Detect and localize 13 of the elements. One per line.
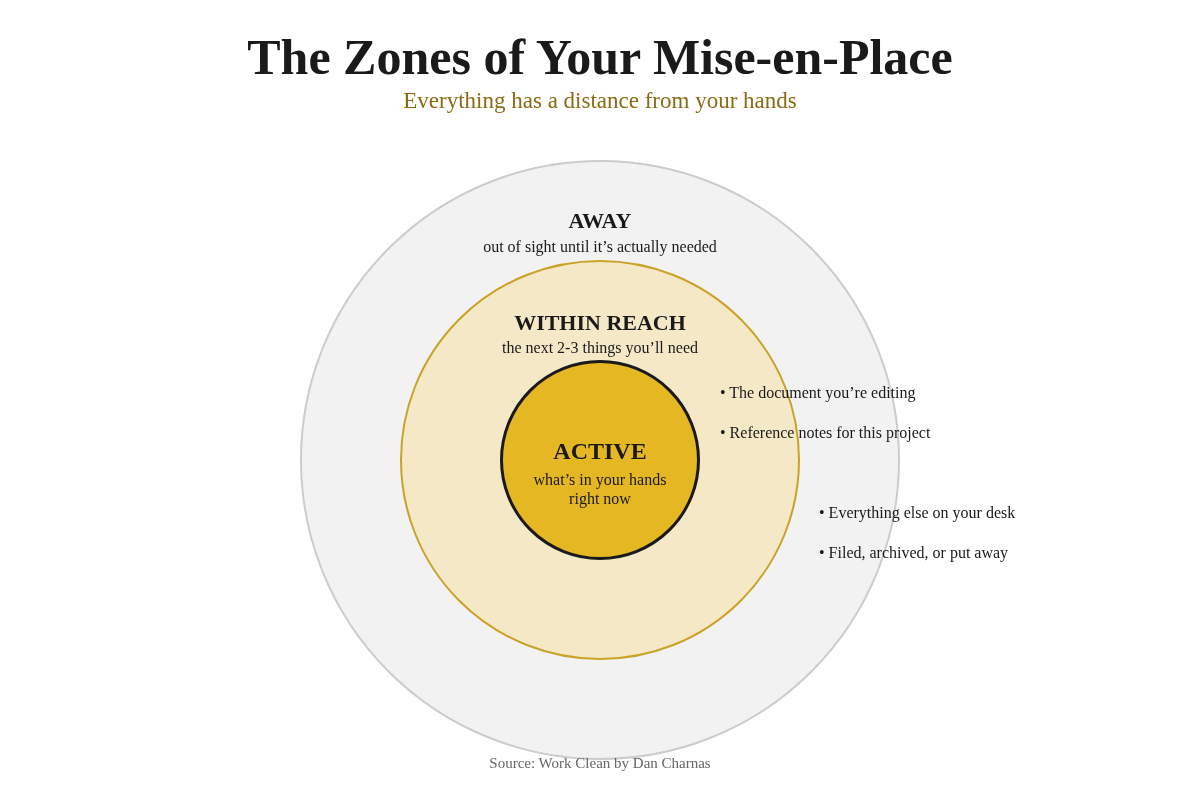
bullet-item: • Reference notes for this project (720, 424, 931, 442)
subtitle: Everything has a distance from your hands (403, 88, 797, 114)
bullet-item: • Filed, archived, or put away (819, 544, 1009, 562)
zone-description: out of sight until it’s actually needed (483, 238, 717, 256)
zone-description: what’s in your hands right now (532, 470, 668, 508)
zone-title: ACTIVE (552, 438, 648, 465)
title: The Zones of Your Mise-en-Place (246, 28, 954, 86)
zone-title: WITHIN REACH (513, 310, 687, 336)
zone-circle (500, 360, 700, 560)
zone-title: AWAY (567, 208, 633, 234)
zone-description: the next 2-3 things you’ll need (502, 339, 698, 357)
bullet-item: • Everything else on your desk (819, 504, 1016, 522)
source-note: Source: Work Clean by Dan Charnas (489, 755, 711, 772)
